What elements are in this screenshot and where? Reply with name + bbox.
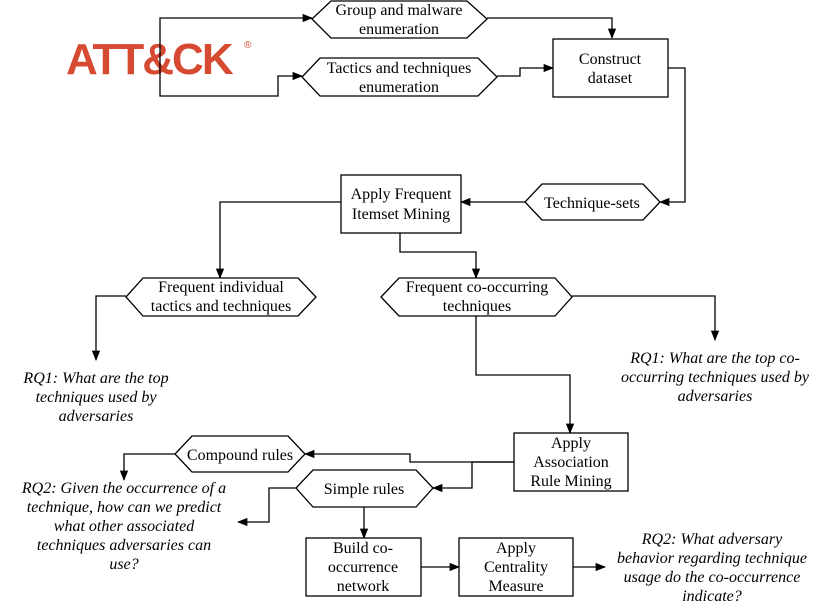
- rq-text-line: technique, how can we predict: [27, 499, 222, 516]
- node-simple-rules: Simple rules: [295, 469, 434, 508]
- edge-frequent-cooccurring-to-rq1: [572, 295, 720, 342]
- node-label-line: Apply: [496, 540, 536, 557]
- node-label-line: dataset: [588, 70, 633, 87]
- rq2-adversary-behavior: RQ2: What adversary behavior regarding t…: [617, 531, 807, 605]
- node-label-line: Construct: [579, 51, 642, 68]
- node-label-line: Rule Mining: [530, 473, 611, 490]
- node-frequent-individual: Frequent individual tactics and techniqu…: [125, 277, 317, 317]
- rq-text-line: RQ1: What are the top: [22, 370, 168, 387]
- node-label-line: Measure: [488, 578, 543, 595]
- edge-frequent-individual-to-rq1: [91, 295, 126, 362]
- node-label-line: Frequent individual: [158, 279, 284, 296]
- node-label-line: Simple rules: [324, 481, 404, 498]
- node-label-line: occurrence: [328, 559, 398, 576]
- node-label-line: Itemset Mining: [352, 206, 450, 223]
- node-frequent-cooccurring: Frequent co-occurring techniques: [380, 277, 573, 317]
- edge-simple-rules-to-rq2: [236, 487, 296, 527]
- edge-fim-to-frequent-individual: [215, 201, 341, 280]
- node-tactics-techniques-enumeration: Tactics and techniques enumeration: [301, 57, 498, 97]
- node-group-malware-enumeration: Group and malware enumeration: [311, 0, 488, 39]
- edge-group-to-dataset: [487, 17, 617, 40]
- node-label-line: Apply Frequent: [351, 186, 452, 203]
- node-label-line: Build co-: [333, 540, 393, 557]
- node-label-line: enumeration: [359, 21, 439, 38]
- rq1-top-cooccurring-techniques: RQ1: What are the top co- occurring tech…: [621, 350, 810, 405]
- rq-text-line: behavior regarding technique: [617, 550, 807, 567]
- edges: [91, 13, 720, 572]
- rq-text-line: techniques used by: [36, 389, 158, 406]
- rq-text-line: adversaries: [678, 388, 753, 405]
- node-label-line: tactics and techniques: [151, 298, 291, 315]
- edge-dataset-to-technique-sets: [658, 67, 686, 207]
- node-build-cooccurrence-network: Build co- occurrence network: [305, 537, 422, 597]
- node-label-line: Frequent co-occurring: [406, 279, 549, 296]
- rq-text-line: RQ2: What adversary: [641, 531, 783, 548]
- node-apply-association-rule-mining: Apply Association Rule Mining: [513, 432, 629, 492]
- edge-logo-to-group-malware: [159, 13, 314, 48]
- logo-registered-mark: ®: [244, 40, 252, 51]
- edge-tactics-to-dataset: [497, 63, 555, 77]
- rq-text-line: usage do the co-occurrence: [624, 569, 801, 586]
- node-apply-frequent-itemset-mining: Apply Frequent Itemset Mining: [340, 174, 462, 234]
- rq-text-line: RQ1: What are the top co-: [629, 350, 800, 367]
- edge-cooccurring-to-arm: [475, 316, 575, 435]
- rq-text-line: RQ2: Given the occurrence of a: [21, 480, 226, 497]
- node-construct-dataset: Construct dataset: [552, 38, 669, 98]
- rq-text-line: adversaries: [59, 408, 134, 425]
- node-label-line: Compound rules: [187, 447, 293, 464]
- node-label-line: Technique-sets: [544, 195, 640, 212]
- attack-logo: ATT&CK ®: [66, 35, 252, 84]
- rq-text-line: what other associated: [54, 518, 195, 535]
- rq-text-line: indicate?: [682, 588, 742, 605]
- rq-text-line: techniques adversaries can: [37, 537, 211, 554]
- node-compound-rules: Compound rules: [174, 435, 306, 473]
- node-label-line: techniques: [443, 298, 511, 315]
- edge-logo-to-tactics: [159, 48, 304, 97]
- edge-arm-to-compound-rules: [303, 449, 514, 463]
- node-label-line: Centrality: [484, 559, 548, 576]
- rq-text-line: use?: [109, 556, 138, 573]
- node-label-line: network: [337, 578, 389, 595]
- node-technique-sets: Technique-sets: [524, 183, 661, 221]
- node-apply-centrality-measure: Apply Centrality Measure: [458, 537, 574, 597]
- node-label-line: Apply: [551, 435, 591, 452]
- edge-arm-to-simple-rules: [431, 461, 514, 493]
- rq1-top-techniques: RQ1: What are the top techniques used by…: [22, 370, 168, 425]
- edge-compound-rules-to-rq2: [119, 453, 175, 482]
- node-label-line: Association: [533, 454, 609, 471]
- edge-fim-to-frequent-cooccurring: [399, 233, 481, 280]
- rq2-predict-associated-techniques: RQ2: Given the occurrence of a technique…: [21, 480, 226, 573]
- rq-text-line: occurring techniques used by: [621, 369, 810, 386]
- logo-text: ATT&CK: [66, 35, 234, 84]
- node-label-line: Tactics and techniques: [327, 60, 472, 77]
- node-label-line: enumeration: [359, 79, 439, 96]
- node-label-line: Group and malware: [335, 2, 462, 19]
